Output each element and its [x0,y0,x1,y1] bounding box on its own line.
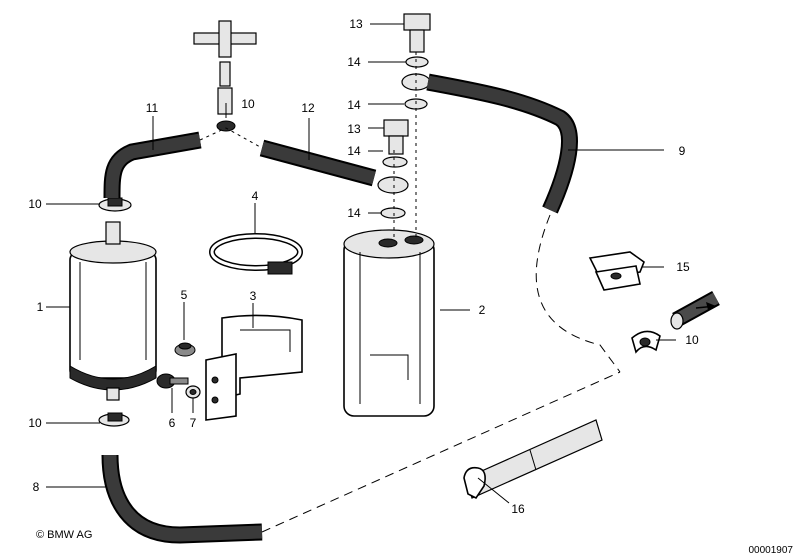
fuel-line-end-right [670,290,720,330]
callout-14-d: 14 [347,206,361,220]
callout-14-c: 14 [347,144,361,158]
t-piece-connector [193,20,257,132]
washer-part-14-d [380,207,406,219]
screw-part-6 [156,373,189,389]
callout-9: 9 [679,144,686,158]
bracket-part-3 [205,314,303,421]
copyright-text: © BMW AG [36,529,92,541]
callout-15: 15 [676,260,690,274]
callout-4: 4 [252,189,259,203]
callout-14-b: 14 [347,98,361,112]
rubber-mount-part-5 [174,342,196,357]
leader-lines [46,23,676,504]
banjo-fitting-mid [377,176,409,194]
callout-11: 11 [146,101,159,115]
edge-protector-part-16 [463,419,603,500]
hose-clamp-part-10-lower [98,412,130,427]
callout-1: 1 [37,300,44,314]
callout-10-lower-clamp: 10 [28,416,42,430]
banjo-bolt-part-13-mid [383,119,409,155]
callout-14-a: 14 [347,55,361,69]
fuel-line-routing-right [535,214,621,373]
callout-13-mid: 13 [347,122,361,136]
fuel-hose-part-8 [101,454,263,544]
washer-part-14-a [405,56,429,68]
callout-10-top-fitting: 10 [241,97,255,111]
callout-10-upper-clamp: 10 [28,197,42,211]
callout-6: 6 [169,416,176,430]
callout-3: 3 [250,289,257,303]
callout-13-top: 13 [349,17,363,31]
hose-clamp-part-10-upper [98,197,132,212]
callout-8: 8 [33,480,40,494]
callout-2: 2 [479,303,486,317]
callout-10-right-clamp: 10 [685,333,699,347]
callout-12: 12 [301,101,315,115]
hose-clip-part-15 [588,251,645,291]
clamping-band-part-4 [209,233,303,275]
fuel-hose-part-12 [259,139,377,187]
callout-7: 7 [190,416,197,430]
fuel-hose-part-9 [426,73,578,214]
callout-5: 5 [181,288,188,302]
hose-clamp-part-10-right [631,330,661,354]
pressure-accumulator-part-2 [343,229,435,417]
drawing-number: 00001907 [749,545,794,556]
washer-part-14-c [382,156,408,168]
fuel-hose-part-11 [103,131,202,199]
washer-part-7 [185,385,201,399]
fuel-line-routing-bottom [261,371,621,533]
banjo-bolt-part-13-top [403,13,431,53]
fuel-filter-part-1 [69,221,157,401]
callout-16: 16 [511,502,525,516]
connection-line-11-12 [199,127,263,149]
